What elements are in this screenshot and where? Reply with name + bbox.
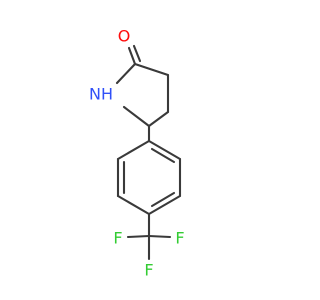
bond-carbonyl-outer: [127, 46, 137, 66]
bond-ar1-ar2: [147, 139, 182, 161]
bond-cf3-f-right: [147, 234, 172, 239]
fluorine-label-bottom: F: [144, 261, 153, 280]
bond-c2-c3: [133, 62, 170, 77]
nitrogen-label: NH: [89, 85, 113, 104]
structural-formula: O NH F F F: [89, 27, 185, 280]
bond-c5-n1: [122, 105, 151, 128]
bond-ar3-ar4: [147, 194, 182, 216]
fluorine-label-right: F: [175, 229, 184, 248]
bond-aromatic-inner-1: [150, 147, 176, 164]
bond-aromatic-inner-2: [150, 191, 176, 208]
bond-c4-c5: [147, 110, 170, 128]
bond-ar6-ar1: [116, 139, 151, 161]
bond-cf3-f-left: [126, 234, 151, 239]
bond-n1-c2: [115, 62, 137, 85]
fluorine-label-left: F: [113, 229, 122, 248]
bond-carbonyl-inner: [132, 44, 142, 63]
oxygen-label: O: [118, 27, 131, 46]
bond-ar4-ar5: [116, 194, 151, 216]
